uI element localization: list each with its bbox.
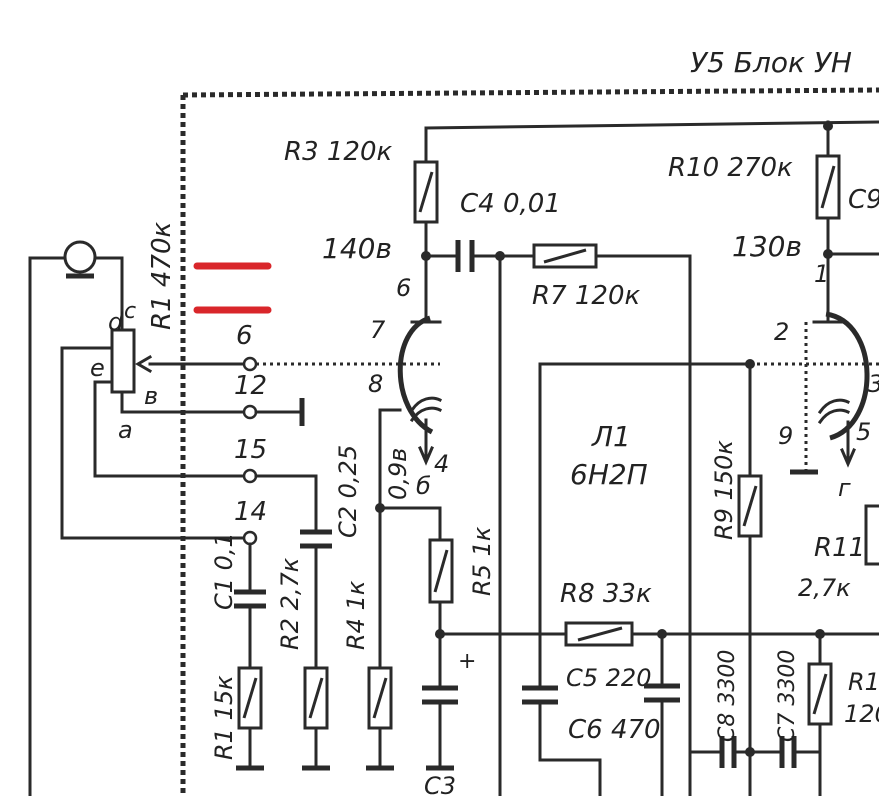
plus-label: +	[458, 649, 476, 674]
heater-arrow-icon-2	[840, 448, 856, 468]
r4-label: R4 1к	[342, 580, 370, 650]
shape	[742, 485, 758, 527]
c2-label: C2 0,25	[334, 445, 362, 538]
pin-a-label: а	[118, 416, 133, 444]
shield-connector-icon	[63, 240, 97, 274]
r11-value-label: 2,7к	[798, 574, 851, 602]
shape	[372, 677, 388, 719]
pin1-label: 1	[814, 260, 829, 288]
resistor-r11	[864, 504, 879, 566]
shape	[812, 673, 828, 715]
r7-label: R7 120к	[532, 281, 640, 311]
shape	[745, 747, 755, 757]
anode1-voltage: 140в	[322, 232, 392, 265]
r2-label: R2 2,7к	[276, 557, 304, 650]
capacitor-c6	[644, 683, 680, 703]
capacitor-c5	[522, 685, 558, 705]
pin9-label: 9	[778, 422, 793, 450]
shape	[543, 248, 587, 264]
pin-d-label: d	[108, 308, 124, 336]
c9-label: C9	[848, 185, 879, 215]
capacitor-c4	[455, 240, 475, 272]
pin7-label: 7	[370, 316, 386, 344]
shape	[418, 171, 434, 213]
block-title: У5 Блок УН	[690, 46, 852, 79]
capacitor-c8	[719, 736, 737, 768]
terminal-14	[242, 530, 258, 546]
wire	[120, 390, 252, 414]
pin4-label: 4	[434, 450, 449, 478]
shape	[817, 398, 851, 415]
wire	[93, 380, 252, 478]
c1-label: C1 0,1	[210, 532, 238, 610]
r5-label: R5 1к	[468, 526, 496, 596]
r9-label: R9 150к	[710, 440, 738, 540]
terminal-15-label: 15	[234, 435, 267, 465]
c7-label: C7 3300	[775, 650, 800, 742]
pin6-label: 6	[396, 274, 411, 302]
block-frame-top	[182, 87, 879, 98]
pin-g-label: г	[838, 474, 851, 502]
capacitor-c7	[779, 736, 797, 768]
wire	[378, 506, 442, 542]
r12-label: R12	[848, 668, 879, 696]
wire	[254, 474, 318, 532]
shape	[823, 121, 833, 131]
pin3-label: 3	[868, 370, 879, 398]
terminal-15	[242, 468, 258, 484]
potentiometer-r1	[110, 328, 136, 394]
wiper-arrow-icon	[135, 354, 153, 374]
r12-value-label: 120	[844, 700, 879, 728]
pin2-label: 2	[774, 318, 789, 346]
r10-label: R10 270к	[668, 153, 793, 183]
c5-label: C5 220	[566, 664, 651, 692]
wire	[538, 702, 602, 796]
capacitor-c1	[234, 589, 266, 609]
tube-type-label: 6Н2П	[570, 458, 648, 491]
cathode-voltage-label: 0,9в	[384, 448, 412, 500]
terminal-12-label: 12	[234, 371, 267, 401]
c8-label: C8 3300	[715, 650, 740, 742]
pin-b-label: в	[144, 382, 158, 410]
shape	[577, 626, 623, 642]
pin5-label: 5	[856, 418, 871, 446]
r3-label: R3 120к	[284, 137, 392, 167]
pin-c-label: с	[124, 299, 136, 324]
shape	[433, 549, 449, 593]
wire	[93, 256, 124, 332]
shape	[242, 677, 258, 719]
shape	[820, 165, 836, 209]
b-plus-rail	[424, 120, 879, 130]
r1-label: R1 15к	[210, 675, 238, 760]
shape	[409, 396, 443, 413]
pin-e-label: е	[90, 354, 105, 382]
c3-label: C3	[424, 772, 456, 796]
tube-label: Л1	[591, 420, 631, 453]
terminal-6	[242, 356, 258, 372]
c6-label: C6 470	[568, 715, 661, 745]
capacitor-c3	[422, 685, 458, 705]
terminal-12	[242, 404, 258, 420]
terminal-14-label: 14	[234, 497, 267, 527]
c4-label: C4 0,01	[460, 189, 561, 219]
pin8-label: 8	[368, 370, 383, 398]
cathode-heater-icon-2	[817, 408, 851, 425]
pin-b2-label: б	[416, 472, 431, 500]
r11-label: R11	[814, 533, 865, 563]
wire	[594, 254, 692, 796]
r8-label: R8 33к	[560, 579, 652, 609]
cathode-heater-icon	[409, 406, 443, 423]
shape	[308, 677, 324, 719]
wire	[60, 346, 252, 540]
tube-envelope-left	[397, 315, 434, 435]
capacitor-c2	[300, 529, 332, 549]
heater-arrow-icon	[418, 446, 434, 466]
anode2-voltage: 130в	[732, 230, 802, 263]
terminal-6-label: 6	[236, 321, 253, 351]
r1-pot-label: R1 470к	[147, 222, 177, 330]
